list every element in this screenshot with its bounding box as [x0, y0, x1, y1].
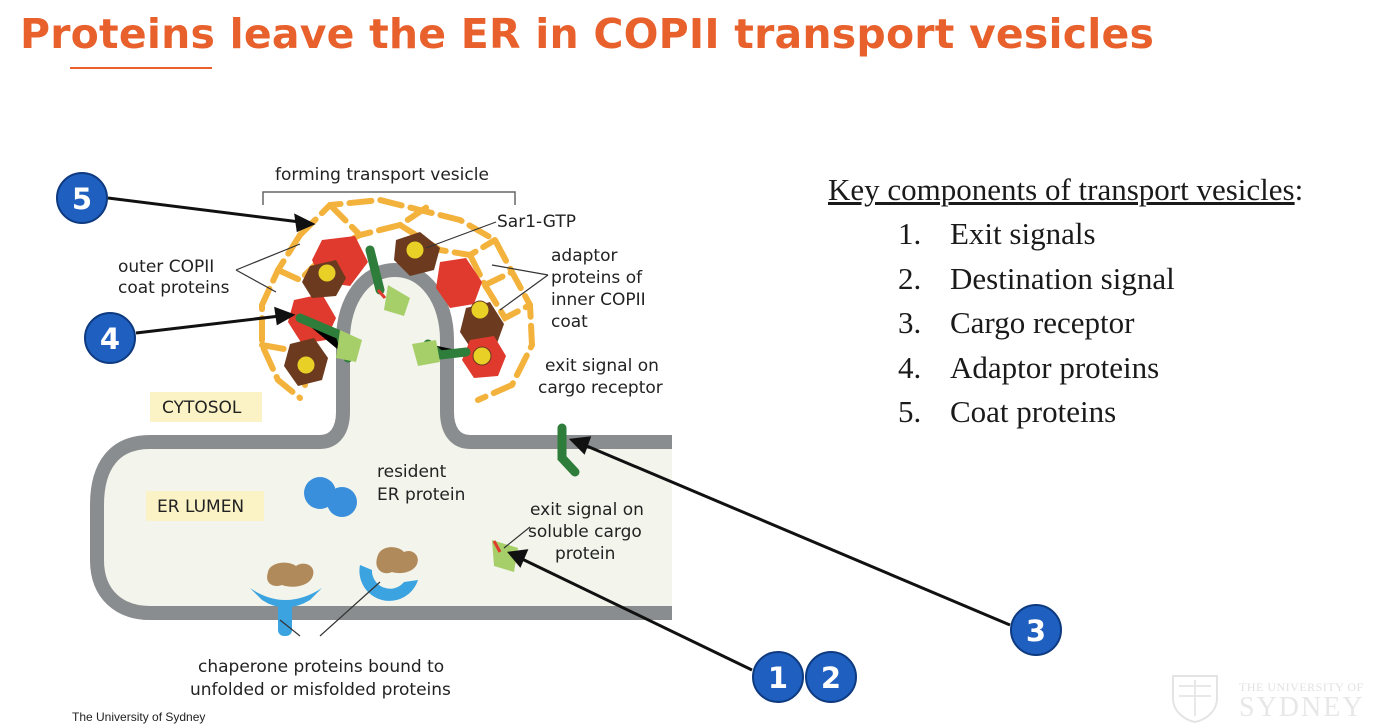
badge-5-label: 5	[72, 182, 92, 216]
list-item-text: Adaptor proteins	[950, 349, 1160, 385]
list-item-number: 3.	[898, 305, 922, 340]
badge-3-label: 3	[1026, 614, 1046, 648]
badge-1-label: 1	[768, 661, 788, 695]
list-item: 1. Exit signals	[828, 212, 1303, 257]
footer-text: The University of Sydney	[72, 710, 206, 724]
badge-5: 5	[56, 172, 108, 224]
key-list: 1. Exit signals 2. Destination signal 3. Ca…	[828, 212, 1303, 435]
badge-3: 3	[1010, 604, 1062, 656]
label-resident-2: ER protein	[377, 485, 465, 505]
label-chaperone-2: unfolded or misfolded proteins	[190, 680, 451, 700]
crest-icon	[1172, 675, 1218, 724]
label-er-lumen: ER LUMEN	[157, 497, 244, 517]
key-components: Key components of transport vesicles: 1.…	[828, 172, 1303, 435]
label-outer-coat-1: outer COPII	[118, 257, 214, 277]
list-item-number: 1.	[898, 216, 922, 251]
label-adaptor-2: proteins of	[551, 268, 643, 288]
label-chaperone-1: chaperone proteins bound to	[198, 657, 444, 677]
leader-lines	[235, 221, 549, 637]
membrane-cargo-receptor	[557, 423, 580, 477]
badge-2-label: 2	[821, 661, 841, 695]
slide-title: Proteins leave the ER in COPII transport…	[20, 10, 1155, 58]
label-exit-soluble-3: protein	[555, 544, 615, 564]
badge-1: 1	[752, 651, 804, 703]
list-item-text: Cargo receptor	[950, 305, 1135, 340]
label-adaptor-3: inner COPII	[551, 290, 646, 310]
logo-line1: THE UNIVERSITY OF	[1239, 680, 1364, 694]
list-item-text: Coat proteins	[950, 394, 1117, 429]
badge-4-label: 4	[100, 322, 120, 356]
title-underline	[70, 67, 212, 69]
label-adaptor-1: adaptor	[551, 246, 617, 266]
university-logo: THE UNIVERSITY OF SYDNEY	[1165, 672, 1365, 724]
list-item: 2. Destination signal	[828, 257, 1303, 302]
key-heading: Key components of transport vesicles	[828, 172, 1295, 207]
label-adaptor-4: coat	[551, 312, 588, 332]
list-item: 4. Adaptor proteins	[828, 346, 1303, 391]
resident-er-protein	[304, 477, 357, 517]
list-item: 5. Coat proteins	[828, 390, 1303, 435]
label-exit-receptor-2: cargo receptor	[538, 378, 663, 398]
list-item: 3. Cargo receptor	[828, 301, 1303, 346]
list-item-number: 4.	[898, 349, 922, 385]
cargo-receptors	[295, 245, 471, 366]
vesicle-bracket	[262, 191, 516, 205]
list-item-text: Destination signal	[950, 260, 1175, 296]
cytosol-tag	[150, 392, 262, 422]
soluble-cargo-protein	[492, 540, 518, 572]
er-lumen-tag	[146, 491, 264, 521]
badge-4: 4	[84, 312, 136, 364]
label-exit-soluble-2: soluble cargo	[528, 522, 642, 542]
list-item-number: 5.	[898, 394, 922, 429]
label-outer-coat-2: coat proteins	[118, 278, 230, 298]
key-heading-row: Key components of transport vesicles:	[828, 172, 1303, 208]
sar1-gtp	[296, 240, 492, 375]
list-item-text: Exit signals	[950, 216, 1096, 251]
label-sar1: Sar1-GTP	[497, 212, 576, 232]
label-resident-1: resident	[377, 462, 447, 482]
label-cytosol: CYTOSOL	[162, 398, 242, 418]
label-forming-vesicle: forming transport vesicle	[275, 165, 489, 185]
badge-2: 2	[805, 651, 857, 703]
list-item-number: 2.	[898, 260, 922, 296]
er-membrane	[90, 263, 672, 620]
pointer-arrows	[107, 196, 1011, 672]
logo-line2: SYDNEY	[1239, 692, 1365, 723]
label-exit-receptor-1: exit signal on	[545, 356, 659, 376]
label-exit-soluble-1: exit signal on	[530, 500, 644, 520]
key-heading-colon: :	[1294, 172, 1304, 207]
